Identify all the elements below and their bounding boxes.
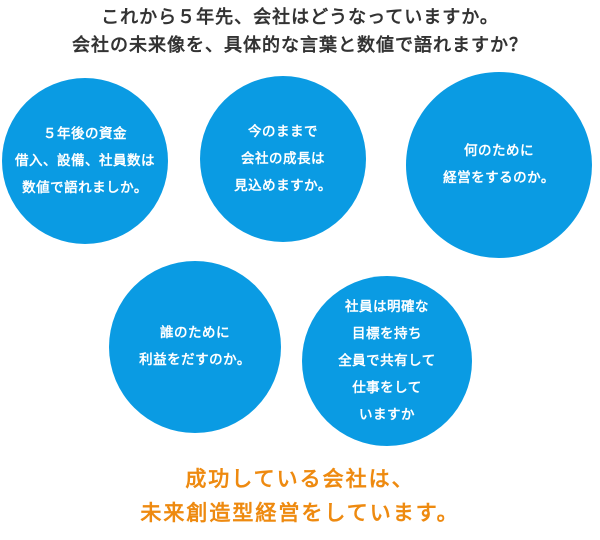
footer-conclusion: 成功している会社は、 未来創造型経営をしています。 [0, 462, 600, 530]
circle-text: 社員は明確な [345, 298, 429, 315]
circle-text: 数値で語れましか。 [22, 179, 148, 196]
question-circle-growth: 今のままで 会社の成長は 見込めますか。 [200, 76, 366, 242]
question-circle-purpose: 何のために 経営をするのか。 [406, 72, 592, 258]
circle-text: 利益をだすのか。 [139, 352, 251, 368]
footer-line: 成功している会社は、 [185, 467, 415, 491]
question-circle-future-numbers: ５年後の資金 借入、設備、社員数は 数値で語れましか。 [2, 78, 168, 244]
circle-text: 誰のために [160, 325, 230, 341]
question-circle-shared-goals: 社員は明確な 目標を持ち 全員で共有して 仕事をして いますか [302, 276, 472, 446]
circle-text: 今のままで [248, 123, 318, 140]
header-line: これから５年先、会社はどうなっていますか。 [101, 7, 499, 28]
circle-text: 経営をするのか。 [443, 170, 555, 186]
circle-text: ５年後の資金 [43, 125, 127, 142]
circle-text: いますか [359, 406, 415, 423]
footer-line: 未来創造型経営をしています。 [140, 501, 460, 525]
question-circle-profit: 誰のために 利益をだすのか。 [109, 261, 281, 433]
circle-text: 仕事をして [352, 379, 422, 396]
circle-text: 何のために [464, 143, 534, 159]
circle-text: 目標を持ち [352, 325, 422, 342]
circle-text: 全員で共有して [338, 352, 436, 369]
circle-text: 会社の成長は [241, 150, 325, 167]
circle-text: 見込めますか。 [234, 177, 332, 194]
header-line: 会社の未来像を、具体的な言葉と数値で語れますか？ [72, 35, 528, 56]
circle-text: 借入、設備、社員数は [15, 152, 155, 169]
header-question: これから５年先、会社はどうなっていますか。 会社の未来像を、具体的な言葉と数値で… [0, 4, 600, 60]
